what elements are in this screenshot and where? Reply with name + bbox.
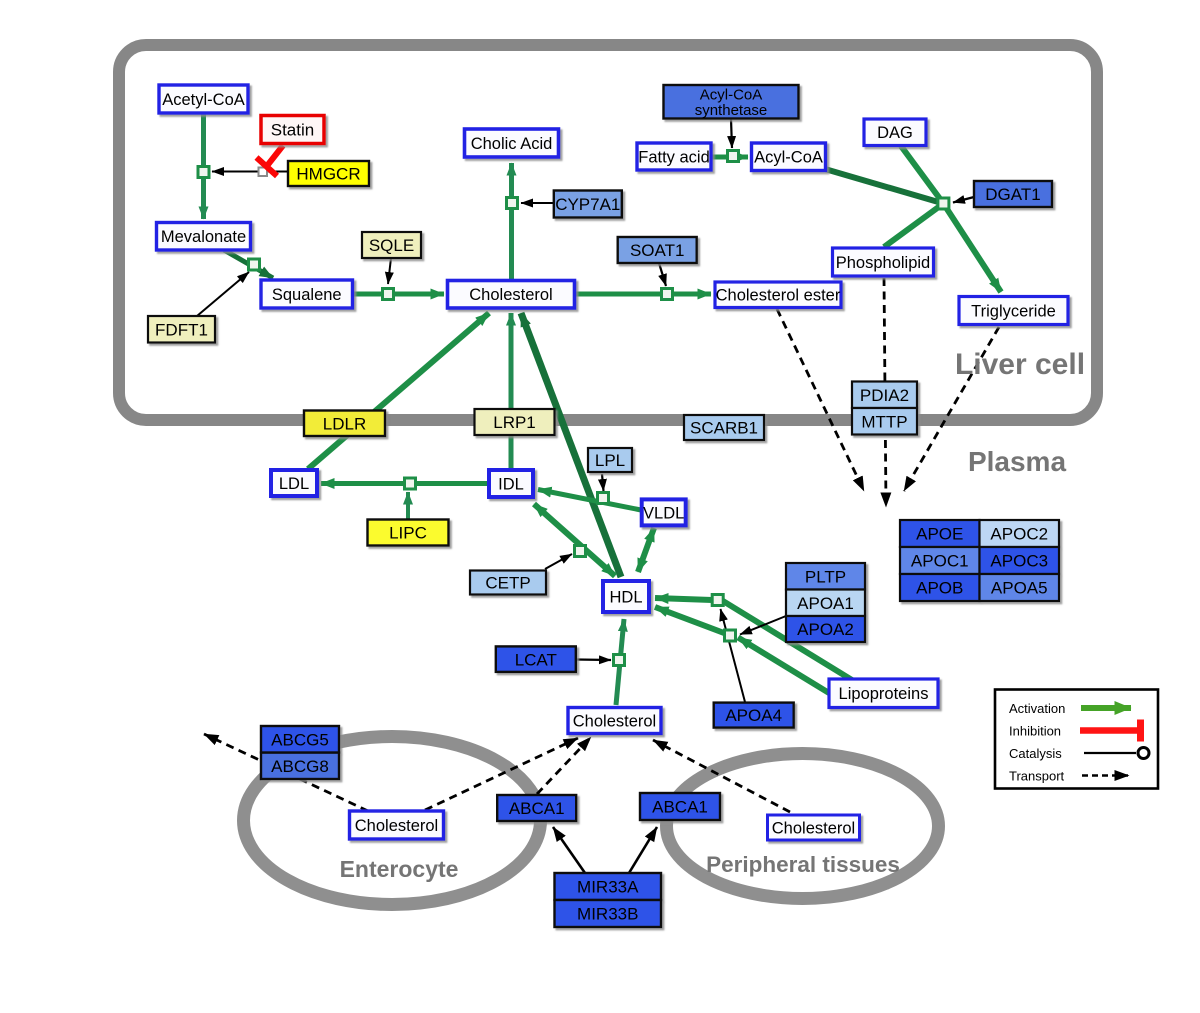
svg-text:Phospholipid: Phospholipid [836,254,931,272]
svg-text:Enterocyte: Enterocyte [340,856,459,882]
svg-text:Plasma: Plasma [968,446,1066,477]
svg-text:LRP1: LRP1 [493,413,536,432]
svg-text:DGAT1: DGAT1 [985,185,1040,204]
svg-text:Cholesterol: Cholesterol [772,819,855,837]
svg-text:CETP: CETP [485,574,530,593]
svg-text:Acetyl-CoA: Acetyl-CoA [162,91,245,109]
svg-text:Cholic Acid: Cholic Acid [471,135,553,153]
svg-text:IDL: IDL [498,475,524,493]
svg-text:DAG: DAG [877,124,913,142]
svg-text:FDFT1: FDFT1 [155,320,208,339]
svg-text:APOA2: APOA2 [797,620,854,639]
svg-text:SOAT1: SOAT1 [630,241,684,260]
svg-text:ABCA1: ABCA1 [509,799,565,818]
svg-text:SQLE: SQLE [369,236,414,255]
svg-text:Lipoproteins: Lipoproteins [839,685,929,703]
svg-text:ABCG8: ABCG8 [271,757,329,776]
svg-text:APOA1: APOA1 [797,594,854,613]
svg-text:PLTP: PLTP [805,567,846,586]
svg-text:CYP7A1: CYP7A1 [555,195,620,214]
svg-text:LDLR: LDLR [323,414,366,433]
svg-text:APOE: APOE [916,525,963,544]
svg-text:ABCG5: ABCG5 [271,730,329,749]
svg-text:LCAT: LCAT [515,650,557,669]
svg-text:APOA4: APOA4 [725,706,782,725]
svg-text:APOA5: APOA5 [991,579,1048,598]
svg-text:APOC1: APOC1 [911,552,969,571]
svg-text:MIR33B: MIR33B [577,905,638,924]
svg-text:LDL: LDL [279,475,309,493]
svg-text:Cholesterol ester: Cholesterol ester [716,287,841,305]
svg-text:MTTP: MTTP [861,412,907,431]
svg-text:synthetase: synthetase [695,102,768,119]
svg-text:SCARB1: SCARB1 [690,419,758,438]
svg-text:Acyl-CoA: Acyl-CoA [754,149,823,167]
svg-text:APOB: APOB [916,579,963,598]
svg-text:Cholesterol: Cholesterol [355,817,438,835]
svg-text:Acyl-CoA: Acyl-CoA [700,86,763,103]
svg-text:HDL: HDL [609,588,642,606]
svg-text:Inhibition: Inhibition [1009,724,1061,739]
svg-text:Triglyceride: Triglyceride [971,302,1056,320]
svg-text:PDIA2: PDIA2 [860,386,909,405]
svg-text:Statin: Statin [271,121,314,140]
svg-text:VLDL: VLDL [643,504,684,522]
svg-text:LIPC: LIPC [389,524,427,543]
svg-text:Fatty acid: Fatty acid [638,148,710,166]
svg-text:HMGCR: HMGCR [296,165,360,184]
svg-text:Squalene: Squalene [272,286,342,304]
svg-text:Catalysis: Catalysis [1009,746,1062,761]
svg-text:Liver cell: Liver cell [955,348,1085,381]
svg-text:Activation: Activation [1009,701,1065,716]
svg-text:Cholesterol: Cholesterol [573,712,656,730]
svg-text:LPL: LPL [595,451,625,470]
svg-text:Transport: Transport [1009,769,1065,784]
svg-text:ABCA1: ABCA1 [652,798,708,817]
svg-text:APOC3: APOC3 [990,552,1048,571]
svg-text:Mevalonate: Mevalonate [161,228,246,246]
svg-text:MIR33A: MIR33A [577,878,639,897]
svg-text:APOC2: APOC2 [990,525,1048,544]
svg-text:Cholesterol: Cholesterol [469,286,552,304]
svg-text:Peripheral tissues: Peripheral tissues [706,852,900,877]
